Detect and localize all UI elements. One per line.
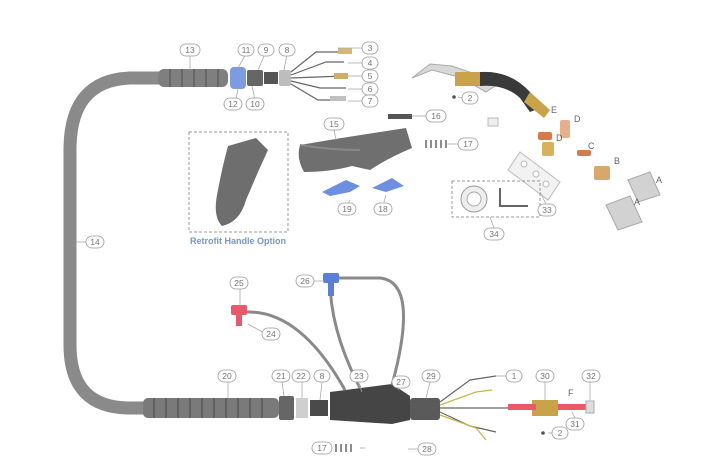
callout-21: 21 (276, 371, 286, 381)
consumable-c (577, 150, 591, 156)
part-33-insulator (507, 151, 561, 201)
leader-lines (76, 47, 591, 450)
callout-5: 5 (368, 71, 373, 81)
callout-19: 19 (342, 204, 352, 214)
callout-10: 10 (250, 99, 260, 109)
gun-neck-and-nozzle (411, 63, 550, 127)
callout-14: 14 (90, 237, 100, 247)
callout-17-top: 17 (463, 139, 473, 149)
nozzle-a1 (627, 171, 661, 203)
callout-30: 30 (540, 371, 550, 381)
blue-collar (230, 67, 246, 89)
callout-11: 11 (242, 45, 251, 55)
callout-25: 25 (234, 278, 244, 288)
letter-d1: D (574, 114, 581, 124)
setscrew-2a (452, 95, 456, 99)
setscrew-2c (541, 431, 545, 435)
callout-26: 26 (300, 276, 310, 286)
callout-18: 18 (378, 204, 388, 214)
letter-b: B (614, 156, 620, 166)
callout-8-bottom: 8 (320, 371, 325, 381)
callout-29: 29 (426, 371, 436, 381)
screws-17-top (425, 140, 447, 148)
letter-labels: E D D C B A A F (551, 105, 662, 398)
callout-20: 20 (222, 371, 232, 381)
callout-33: 33 (542, 205, 552, 215)
callout-13: 13 (185, 45, 195, 55)
upper-sleeve-assembly (158, 48, 352, 101)
letter-e: E (551, 105, 557, 115)
callout-circles (85, 41, 601, 456)
letter-a1: A (656, 175, 662, 185)
main-cable-hose (63, 71, 177, 415)
part-34-kit (451, 180, 541, 218)
consumable-b (594, 166, 610, 180)
callout-7: 7 (368, 96, 373, 106)
consumable-d1 (560, 120, 570, 138)
main-handle (298, 128, 412, 172)
callout-17-bottom: 17 (317, 443, 327, 453)
connector-26-blue (323, 273, 339, 296)
nozzle-a2 (605, 195, 643, 231)
callout-numbers: 13 11 9 8 12 10 3 4 5 6 7 2 16 17 15 33 … (90, 43, 596, 454)
callout-16: 16 (431, 111, 441, 121)
callout-31: 31 (570, 419, 580, 429)
letter-f: F (568, 388, 574, 398)
consumables (538, 120, 661, 231)
trigger-18 (372, 178, 404, 192)
callout-8-top: 8 (285, 45, 290, 55)
part-16 (388, 114, 412, 119)
callout-9: 9 (264, 45, 269, 55)
connector-25-red (231, 305, 247, 326)
consumable-d2 (542, 142, 554, 156)
trigger-19 (322, 180, 360, 196)
callout-24: 24 (266, 329, 276, 339)
callout-28: 28 (422, 444, 432, 454)
lower-assembly (143, 375, 595, 441)
callout-23: 23 (354, 371, 364, 381)
callout-3-top: 3 (368, 43, 373, 53)
callout-32: 32 (586, 371, 596, 381)
callout-34: 34 (489, 229, 499, 239)
letter-a2: A (634, 197, 640, 207)
callout-2-bottom: 2 (558, 428, 563, 438)
callout-27: 27 (396, 377, 406, 387)
callout-2-top: 2 (468, 93, 473, 103)
callout-22: 22 (296, 371, 306, 381)
callout-1: 1 (512, 371, 517, 381)
consumable-e (538, 132, 552, 140)
callout-4: 4 (368, 58, 373, 68)
screws-17-bottom (335, 444, 352, 452)
retrofit-handle-label: Retrofit Handle Option (190, 236, 286, 246)
callout-12: 12 (228, 99, 238, 109)
callout-15: 15 (329, 119, 339, 129)
callout-6: 6 (368, 84, 373, 94)
letter-d2: D (556, 133, 563, 143)
retrofit-handle-box: Retrofit Handle Option (188, 131, 289, 246)
letter-c: C (588, 141, 595, 151)
